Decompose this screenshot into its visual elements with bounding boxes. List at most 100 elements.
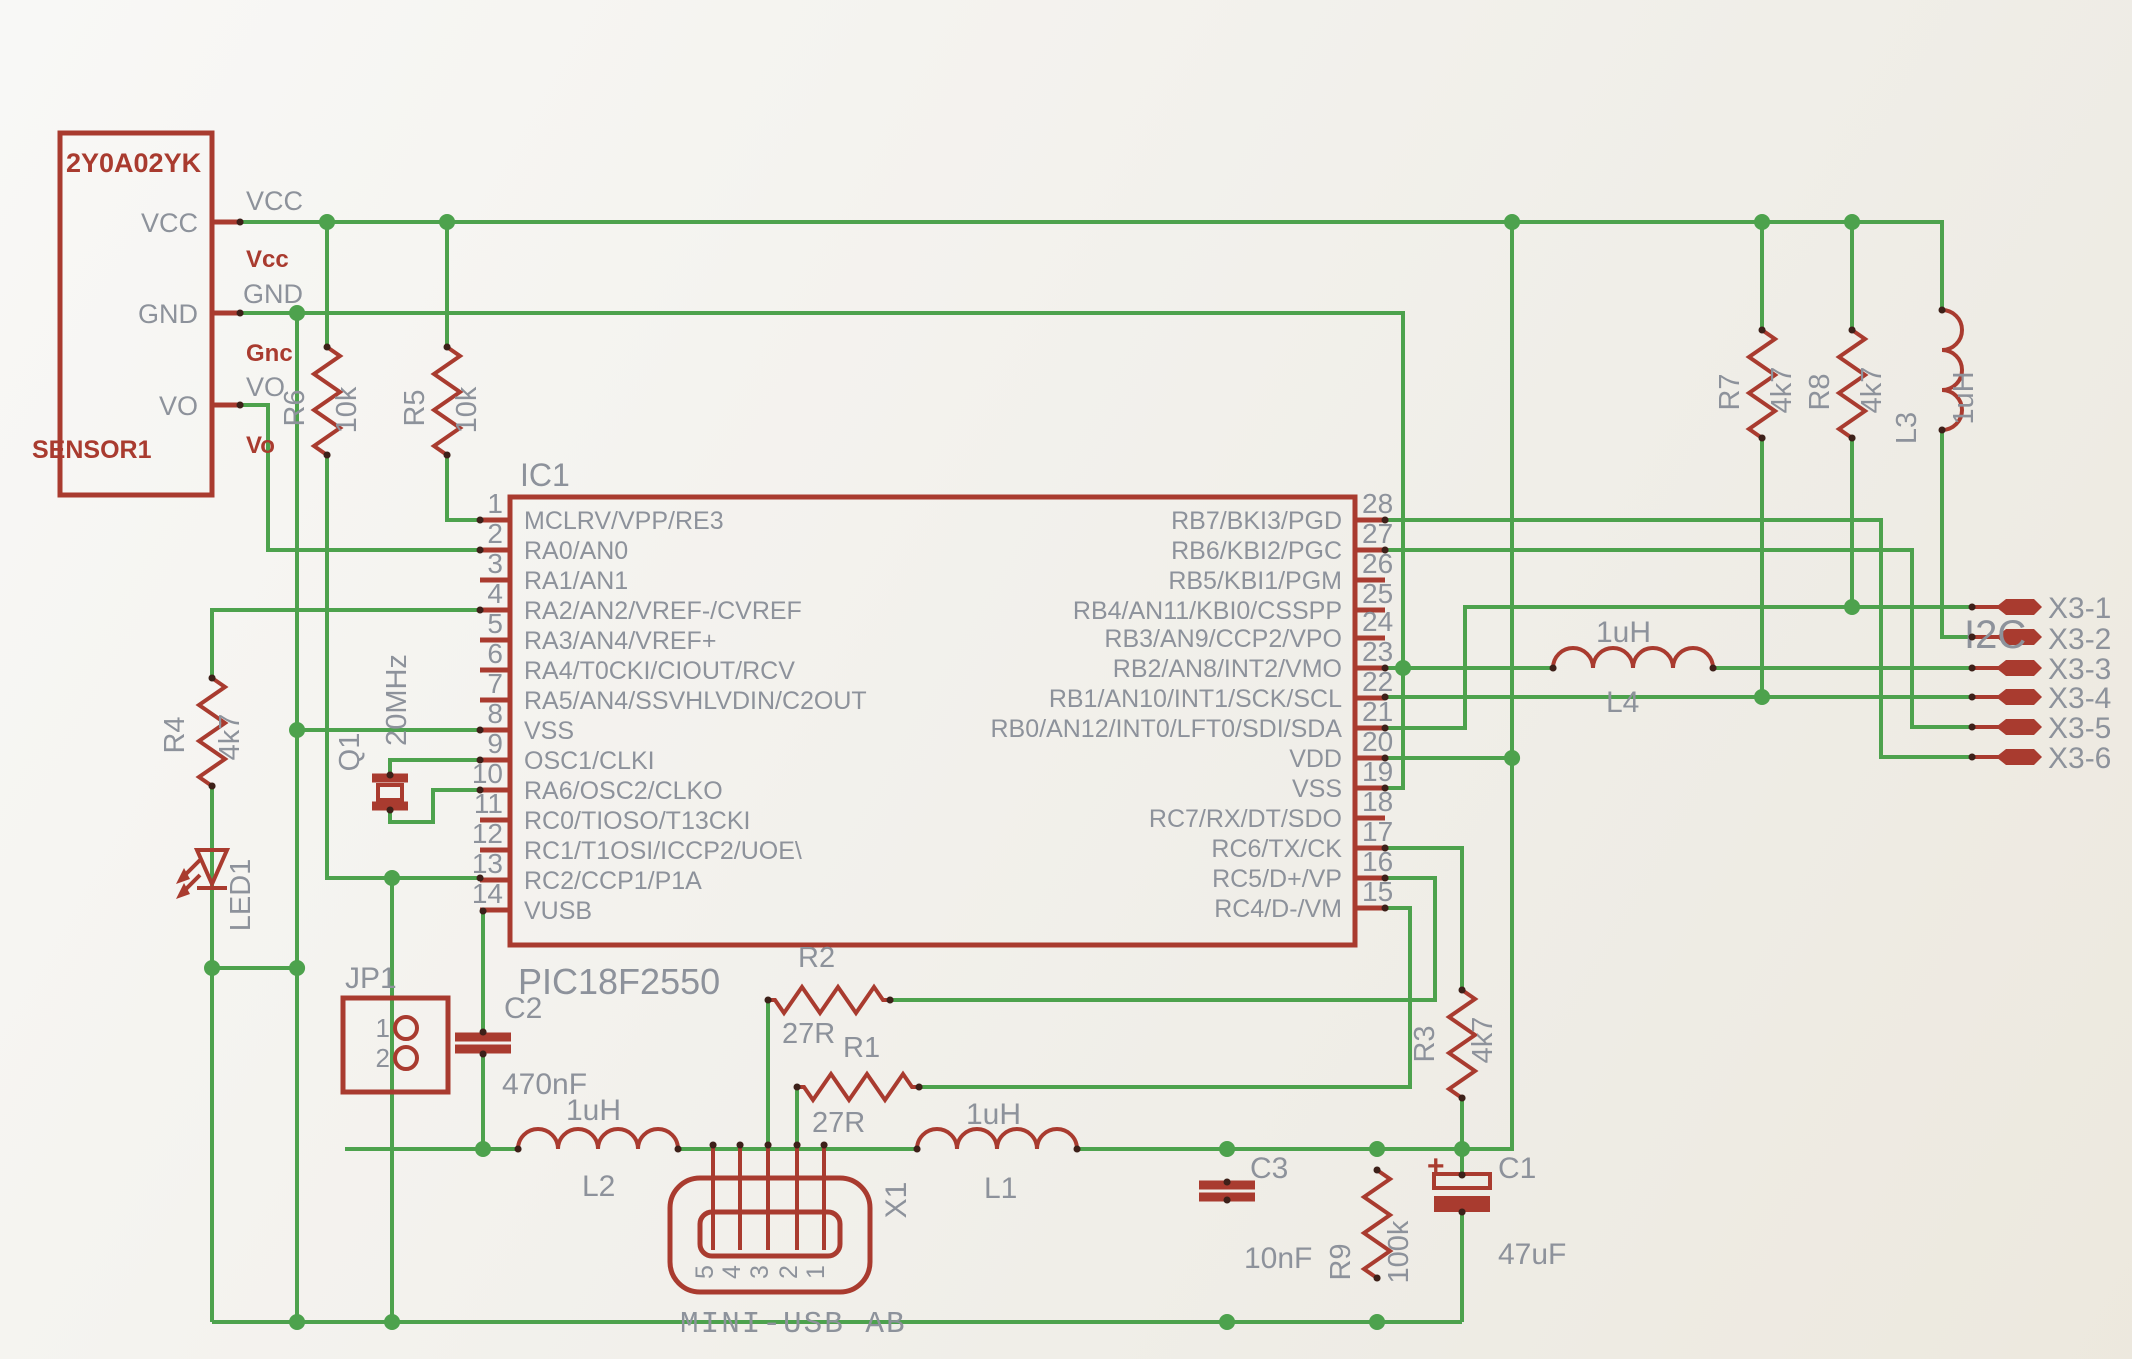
r5-value: 10k [451, 386, 483, 433]
r1-value: 27R [812, 1107, 865, 1139]
pin-number-21: 21 [1362, 696, 1393, 727]
pin-name-23: RB2/AN8/INT2/VMO [1113, 655, 1342, 683]
c2-refdes: C2 [504, 992, 542, 1025]
ic1-part: PIC18F2550 [518, 961, 720, 1002]
r6-refdes: R6 [279, 389, 311, 426]
pin-number-7: 7 [487, 668, 503, 699]
jumper-jp1: JP1 1 2 [340, 962, 451, 1095]
jp1-pin2-number: 2 [376, 1043, 390, 1073]
resistor-symbol-r1 [797, 1070, 919, 1104]
r3-refdes: R3 [1409, 1025, 1441, 1062]
led-arrow-head-1 [176, 868, 190, 884]
pin-name-16: RC5/D+/VP [1212, 865, 1342, 893]
pin-number-14: 14 [472, 878, 503, 909]
inductor-symbol-l3 [1941, 308, 1964, 432]
l1-value: 1uH [966, 1098, 1021, 1131]
pin-number-19: 19 [1362, 756, 1393, 787]
pin-name-17: RC6/TX/CK [1211, 835, 1342, 863]
pin-number-22: 22 [1362, 666, 1393, 697]
pin-number-5: 5 [487, 608, 503, 639]
resistors: R6 10k R5 10k R4 4k7 R7 4k7 R8 4k7 R3 4k… [159, 328, 1888, 1283]
pin-number-4: 4 [487, 578, 503, 609]
pin-number-15: 15 [1362, 876, 1393, 907]
sensor-pin-gnd: GND [138, 299, 198, 329]
pin-name-12: RC1/T1OSI/ICCP2/UOE\ [524, 837, 802, 865]
jp1-pin2-pad [393, 1045, 419, 1071]
pin-number-8: 8 [487, 698, 503, 729]
l3-value: 1uH [1948, 371, 1980, 424]
pin-name-21: RB0/AN12/INT0/LFT0/SDI/SDA [990, 715, 1342, 743]
r4-refdes: R4 [159, 716, 191, 753]
usb-pin3-number: 3 [746, 1265, 774, 1279]
usb-pin1-number: 1 [802, 1265, 830, 1279]
pin-number-12: 12 [472, 818, 503, 849]
jp1-pin1-pad [393, 1015, 419, 1041]
pin-name-9: OSC1/CLKI [524, 747, 655, 775]
sensor-pin-vcc: VCC [141, 208, 198, 238]
pin-number-16: 16 [1362, 846, 1393, 877]
pin-name-15: RC4/D-/VM [1214, 895, 1342, 923]
r3-value: 4k7 [1467, 1017, 1499, 1064]
r4-value: 4k7 [214, 714, 246, 761]
c3-value: 10nF [1244, 1242, 1312, 1275]
capacitor-symbol-c3 [1199, 1180, 1255, 1202]
pin-number-2: 2 [487, 518, 503, 549]
crystal-q1: Q1 20MHz [334, 654, 413, 811]
pin-number-10: 10 [472, 758, 503, 789]
capacitor-symbol-c2 [455, 1032, 511, 1054]
l1-refdes: L1 [984, 1172, 1017, 1205]
net-label-vcc-red: Vcc [246, 246, 289, 273]
x3-6-label: X3-6 [2048, 742, 2111, 775]
pin-name-27: RB6/KBI2/PGC [1171, 537, 1342, 565]
pin-name-2: RA0/AN0 [524, 537, 628, 565]
wires [210, 220, 1972, 1324]
pin-number-28: 28 [1362, 488, 1393, 519]
pin-name-13: RC2/CCP1/P1A [524, 867, 702, 895]
l4-value: 1uH [1596, 616, 1651, 649]
wire-vdd-net [345, 222, 1514, 1151]
crystal-body [376, 783, 404, 802]
pin-number-6: 6 [487, 638, 503, 669]
sensor-part-label: 2Y0A02YK [66, 148, 202, 178]
net-label-gnd-red: Gnc [246, 340, 293, 367]
usb-pin4-number: 4 [718, 1265, 746, 1279]
r9-value: 100k [1383, 1220, 1415, 1283]
l3-refdes: L3 [1891, 412, 1923, 444]
pin-name-18: RC7/RX/DT/SDO [1149, 805, 1342, 833]
inductors: 1uH L2 1uH L1 1uH L4 L3 1uH [516, 308, 1980, 1205]
pin-name-5: RA3/AN4/VREF+ [524, 627, 716, 655]
jp1-pin1-number: 1 [376, 1013, 390, 1043]
r9-refdes: R9 [1325, 1243, 1357, 1280]
c1-refdes: C1 [1498, 1152, 1536, 1185]
pin-name-24: RB3/AN9/CCP2/VPO [1104, 625, 1342, 653]
r2-refdes: R2 [798, 942, 835, 974]
pin-number-25: 25 [1362, 578, 1393, 609]
sensor-pin-vo: VO [159, 391, 198, 421]
ic1-left-stubs [480, 517, 510, 913]
r1-refdes: R1 [843, 1032, 880, 1064]
r8-value: 4k7 [1856, 367, 1888, 414]
net-label-vo: VO [246, 372, 285, 402]
led1-refdes: LED1 [225, 859, 257, 932]
led-arrow-head-2 [176, 883, 190, 899]
wire-pin9-pin10-q1 [388, 758, 480, 824]
pin-number-13: 13 [472, 848, 503, 879]
pin-name-8: VSS [524, 717, 574, 745]
ic1-microcontroller: IC1 PIC18F2550 1 2 3 4 5 6 7 8 9 10 11 1… [472, 457, 1393, 1002]
ic1-right-stubs [1355, 517, 1385, 911]
x3-4-label: X3-4 [2048, 682, 2111, 715]
pin-name-1: MCLRV/VPP/RE3 [524, 507, 724, 535]
terminal-dots [208, 218, 1976, 1282]
wire-pin17-r3 [1385, 846, 1464, 1322]
c2-value: 470nF [502, 1068, 587, 1101]
resistor-symbol-r4 [195, 676, 229, 788]
resistor-symbol-r3 [1445, 988, 1479, 1100]
usb-pins [711, 1145, 826, 1250]
pin-number-27: 27 [1362, 518, 1393, 549]
c1-value: 47uF [1498, 1238, 1566, 1271]
pin-name-7: RA5/AN4/SSVHLVDIN/C2OUT [524, 687, 867, 715]
resistor-symbol-r5 [430, 345, 464, 457]
pin-name-20: VDD [1289, 745, 1342, 773]
pin-name-6: RA4/T0CKI/CIOUT/RCV [524, 657, 795, 685]
